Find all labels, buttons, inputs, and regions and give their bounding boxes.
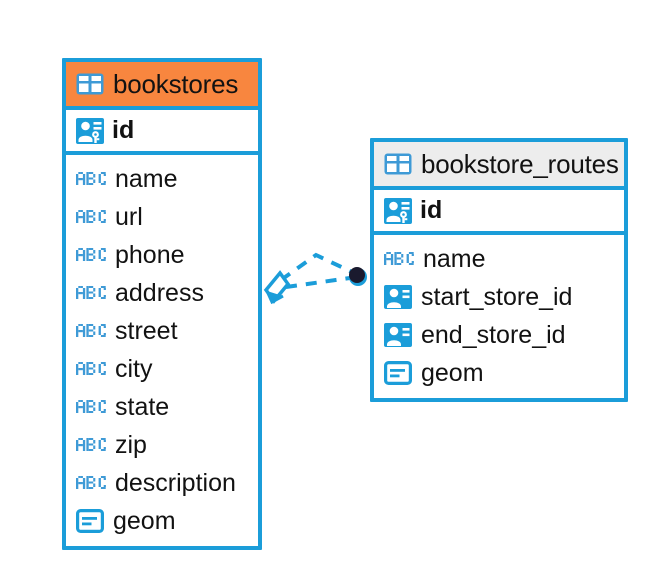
abc-text-icon	[76, 323, 106, 340]
abc-text-icon	[76, 361, 106, 378]
entity-bookstores[interactable]: bookstores id	[62, 58, 262, 550]
field-row[interactable]: end_store_id	[374, 316, 624, 354]
field-label: city	[115, 354, 153, 383]
abc-text-icon	[76, 247, 106, 264]
relationship-line-arc	[279, 252, 353, 282]
field-label: geom	[421, 358, 484, 387]
foreign-key-icon	[384, 285, 412, 309]
abc-text-icon	[76, 475, 106, 492]
primary-key-icon	[76, 117, 104, 144]
table-icon	[384, 153, 412, 175]
entity-header-bookstore-routes[interactable]: bookstore_routes	[374, 142, 624, 190]
geometry-icon	[384, 361, 412, 385]
field-row[interactable]: geom	[66, 502, 258, 540]
abc-text-icon	[76, 209, 106, 226]
abc-text-icon	[76, 171, 106, 188]
relationship-source-marker	[263, 270, 291, 305]
field-row[interactable]: zip	[66, 426, 258, 464]
entity-title: bookstores	[113, 69, 239, 99]
field-row[interactable]: phone	[66, 236, 258, 274]
field-label: geom	[113, 506, 176, 535]
field-row[interactable]: start_store_id	[374, 278, 624, 316]
abc-text-icon	[76, 437, 106, 454]
field-label: description	[115, 468, 236, 497]
field-list-bookstore-routes: name start_store_id	[374, 235, 624, 398]
field-row[interactable]: street	[66, 312, 258, 350]
geometry-icon	[76, 509, 104, 533]
field-row[interactable]: url	[66, 198, 258, 236]
field-row[interactable]: address	[66, 274, 258, 312]
field-label: end_store_id	[421, 320, 566, 349]
field-row[interactable]: state	[66, 388, 258, 426]
primary-key-label: id	[112, 116, 135, 144]
field-label: phone	[115, 240, 185, 269]
field-row[interactable]: name	[66, 160, 258, 198]
abc-text-icon	[384, 251, 414, 268]
field-label: zip	[115, 430, 147, 459]
primary-key-label: id	[420, 196, 443, 224]
entity-header-bookstores[interactable]: bookstores	[66, 62, 258, 110]
field-label: url	[115, 202, 143, 231]
foreign-key-icon	[384, 323, 412, 347]
primary-key-icon	[384, 197, 412, 224]
field-row[interactable]: city	[66, 350, 258, 388]
abc-text-icon	[76, 399, 106, 416]
field-label: name	[423, 244, 486, 273]
field-row[interactable]: description	[66, 464, 258, 502]
field-list-bookstores: name	[66, 155, 258, 546]
field-row[interactable]: geom	[374, 354, 624, 392]
relationship-line-straight	[285, 276, 351, 289]
field-label: state	[115, 392, 170, 421]
field-label: name	[115, 164, 178, 193]
field-row[interactable]: name	[374, 240, 624, 278]
entity-title: bookstore_routes	[421, 149, 619, 179]
primary-key-row-bookstore-routes[interactable]: id	[374, 190, 624, 235]
table-icon	[76, 73, 104, 95]
abc-text-icon	[76, 285, 106, 302]
field-label: address	[115, 278, 204, 307]
field-label: street	[115, 316, 178, 345]
entity-bookstore-routes[interactable]: bookstore_routes id	[370, 138, 628, 402]
relationship-target-marker	[349, 267, 367, 286]
primary-key-row-bookstores[interactable]: id	[66, 110, 258, 155]
field-label: start_store_id	[421, 282, 573, 311]
